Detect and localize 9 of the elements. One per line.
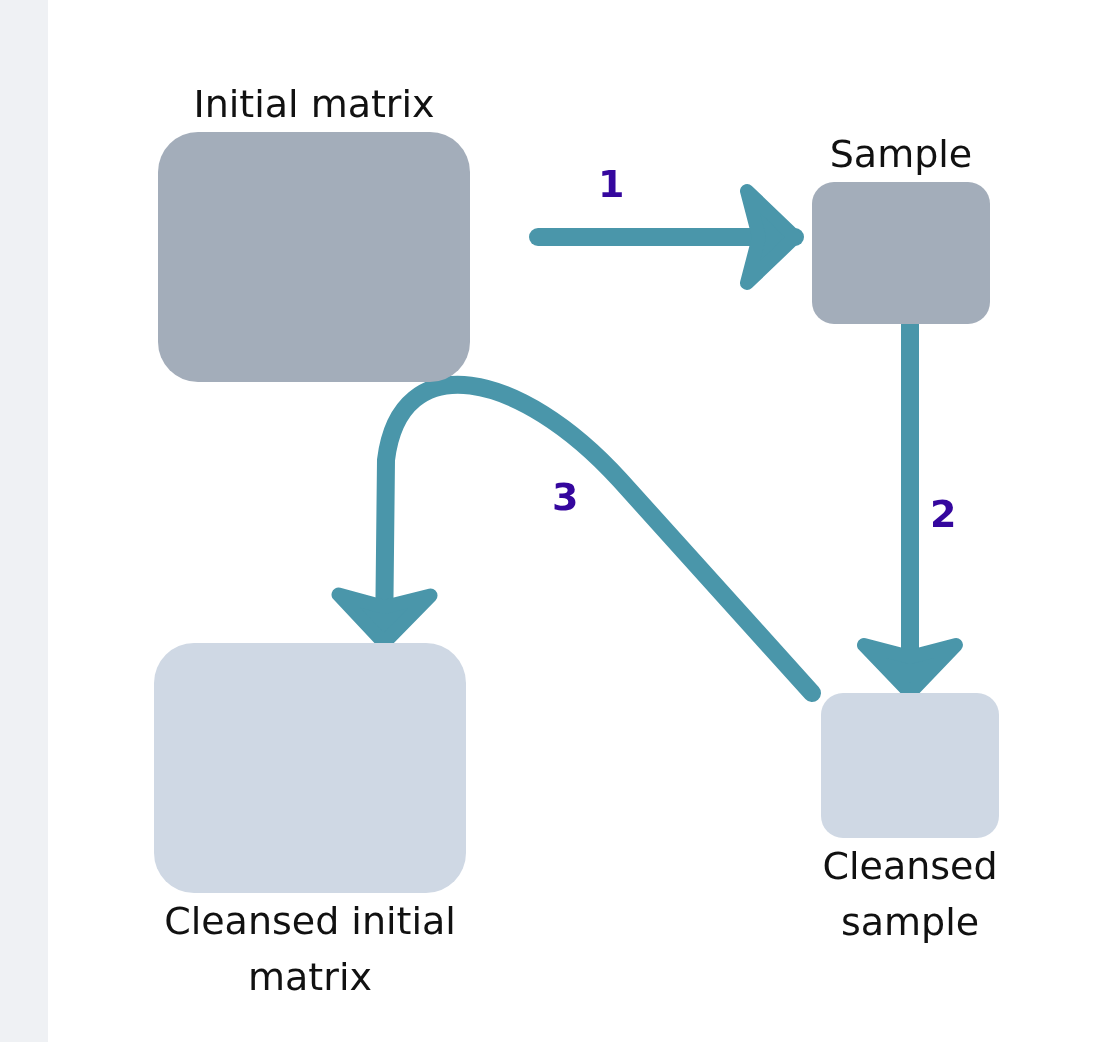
step-number: 2 bbox=[930, 495, 957, 533]
step-number: 3 bbox=[552, 478, 579, 516]
box-label: Sample bbox=[829, 131, 973, 178]
box-label: Cleansed initial matrix bbox=[163, 898, 457, 1001]
curved-arrow bbox=[529, 184, 804, 290]
curved-arrow bbox=[331, 376, 821, 702]
box-label: Initial matrix bbox=[193, 81, 435, 128]
step-number: 1 bbox=[598, 165, 625, 203]
box-label: Cleansed sample bbox=[821, 843, 999, 946]
